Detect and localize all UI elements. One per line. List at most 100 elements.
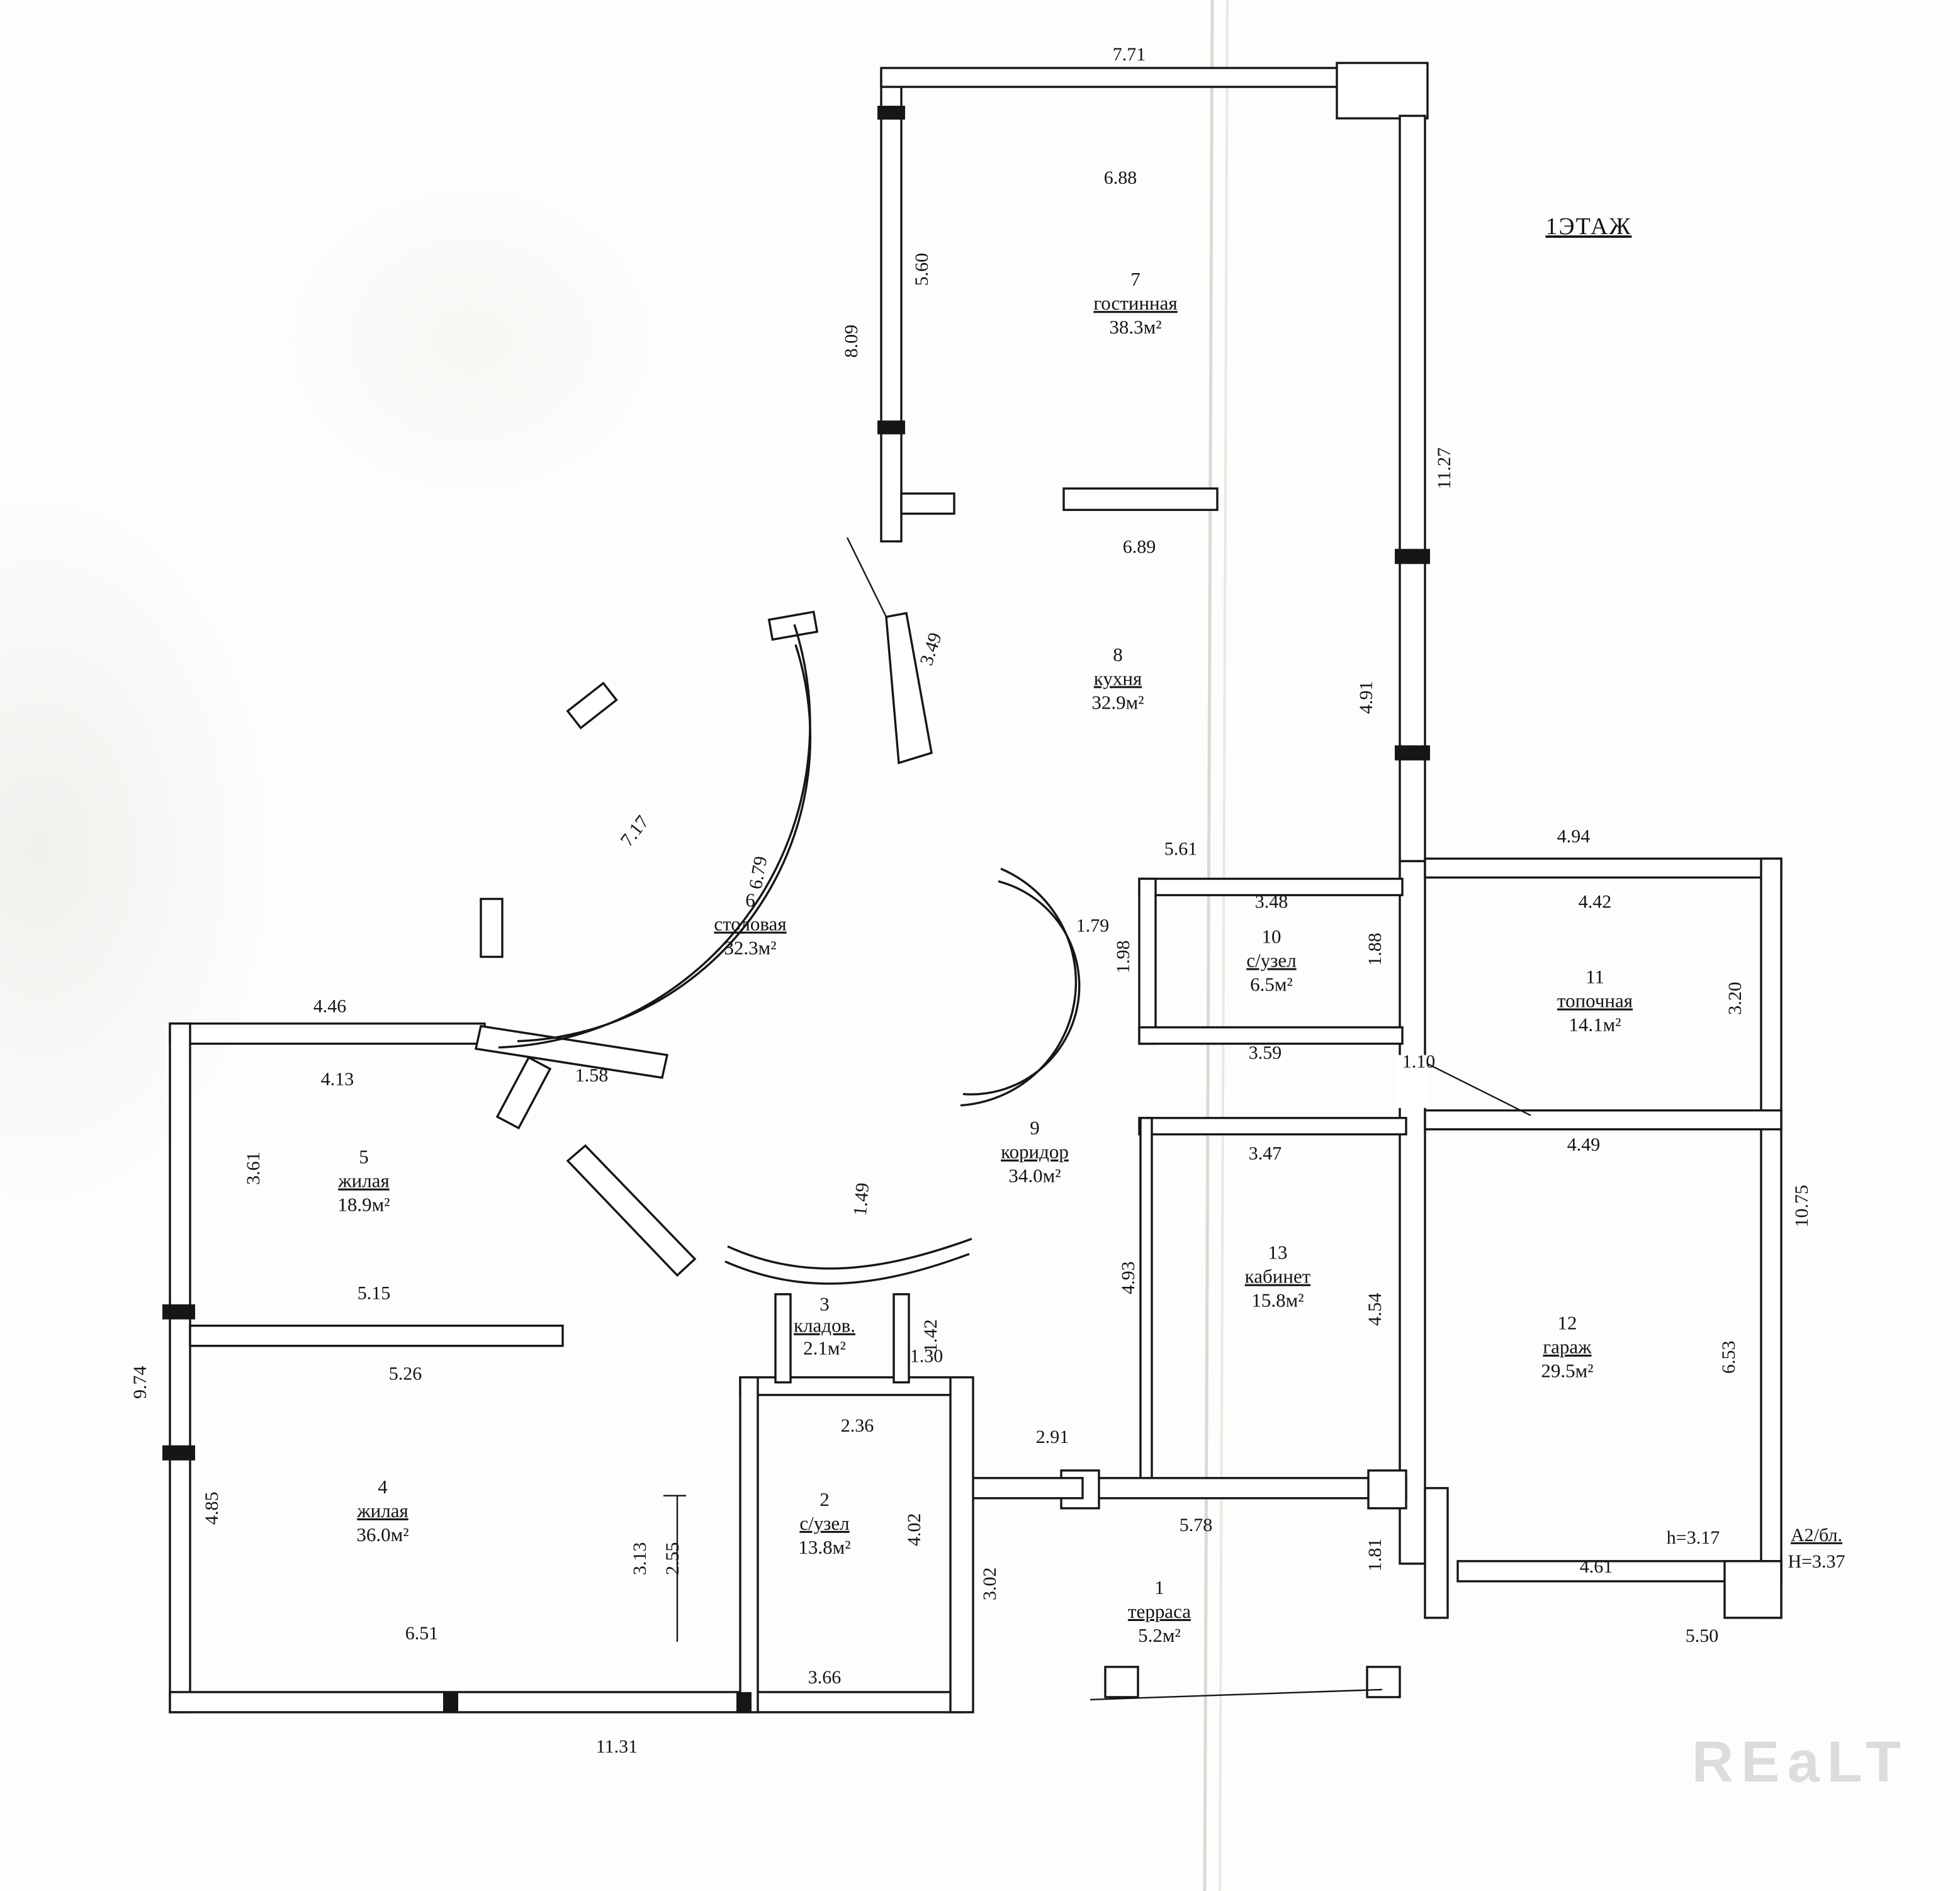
dimension-label: 7.71 — [1113, 44, 1146, 65]
room-name: жилая — [356, 1500, 408, 1522]
room-area: 13.8м² — [798, 1536, 850, 1558]
curved-walls-layer — [498, 624, 1081, 1285]
dimension-label: 3.48 — [1255, 891, 1288, 912]
room-number: 6 — [745, 889, 755, 911]
room-label-5: 5 жилая 18.9м² — [337, 1146, 390, 1216]
dimension-label: 1.10 — [1402, 1052, 1435, 1072]
height-note-big: Н=3.37 — [1788, 1551, 1845, 1572]
dimension-label: 1.81 — [1365, 1539, 1385, 1572]
room-area: 36.0м² — [356, 1523, 408, 1546]
dimension-label: 6.88 — [1104, 167, 1137, 188]
dimension-label: 5.26 — [389, 1364, 422, 1384]
block-note: А2/бл. — [1791, 1525, 1842, 1546]
room-number: 12 — [1558, 1312, 1577, 1334]
room-label-2: 2 с/узел 13.8м² — [798, 1488, 850, 1558]
room-number: 3 — [819, 1293, 829, 1315]
dimension-label: 1.42 — [920, 1319, 941, 1352]
room-name: жилая — [337, 1170, 389, 1192]
dimension-label: 5.61 — [1164, 838, 1197, 859]
room-area: 6.5м² — [1250, 974, 1293, 996]
room-label-11: 11 топочная 14.1м² — [1557, 966, 1633, 1036]
dimension-label: 4.13 — [321, 1069, 354, 1090]
dimension-label: 4.93 — [1118, 1261, 1139, 1294]
room-area: 34.0м² — [1008, 1165, 1061, 1187]
dimension-label: 2.91 — [1036, 1427, 1069, 1447]
room-area: 38.3м² — [1109, 316, 1161, 338]
walls-layer — [169, 62, 1783, 1714]
room-label-1: 1 терраса 5.2м² — [1128, 1576, 1191, 1646]
room-name: коридор — [1001, 1141, 1069, 1163]
room-name: кухня — [1094, 667, 1142, 689]
room-label-13: 13 кабинет 15.8м² — [1245, 1242, 1311, 1311]
room-area: 32.9м² — [1091, 691, 1144, 713]
dimension-label: 3.13 — [629, 1542, 650, 1576]
dimension-label: 6.51 — [405, 1623, 438, 1644]
room-label-12: 12 гараж 29.5м² — [1541, 1312, 1593, 1382]
dimension-label: 4.61 — [1580, 1556, 1613, 1577]
room-name: кладов. — [794, 1315, 855, 1337]
dimension-label: 3.66 — [808, 1667, 841, 1688]
room-label-3: 3 кладов. 2.1м² — [794, 1293, 855, 1359]
dimension-label: 5.78 — [1180, 1515, 1212, 1535]
room-name: гостинная — [1093, 292, 1177, 314]
room-number: 2 — [819, 1488, 829, 1510]
dimension-label: 6.89 — [1123, 536, 1156, 557]
dimension-label: 5.60 — [911, 253, 932, 286]
room-number: 9 — [1030, 1117, 1039, 1139]
room-label-7: 7 гостинная 38.3м² — [1093, 268, 1177, 338]
dimension-label: 3.20 — [1725, 982, 1745, 1015]
piers-layer — [162, 106, 1430, 1712]
dimension-label: 4.42 — [1579, 891, 1611, 912]
room-name: топочная — [1557, 990, 1633, 1012]
floor-title: 1ЭТАЖ — [1546, 213, 1632, 240]
dimension-label: 4.46 — [313, 996, 346, 1017]
room-area: 5.2м² — [1138, 1624, 1181, 1646]
room-label-9: 9 коридор 34.0м² — [1001, 1117, 1069, 1187]
dimension-label: 1.98 — [1113, 940, 1134, 974]
room-area: 32.3м² — [724, 937, 776, 959]
dimension-label: 1.30 — [910, 1346, 943, 1367]
dimension-label: 5.15 — [358, 1283, 390, 1304]
room-name: кабинет — [1245, 1265, 1311, 1288]
dimension-label: 11.31 — [596, 1736, 638, 1757]
dimension-label: 8.09 — [841, 325, 862, 358]
dimension-label: 4.94 — [1557, 826, 1590, 846]
room-number: 1 — [1154, 1576, 1164, 1598]
dimension-label: 3.02 — [979, 1568, 1000, 1601]
room-number: 11 — [1585, 966, 1604, 988]
realt-watermark: REaLT — [1692, 1730, 1908, 1794]
room-name: столовая — [714, 912, 786, 934]
dimension-label: 4.54 — [1365, 1293, 1385, 1326]
room-label-6: 6 столовая 32.3м² — [714, 889, 786, 958]
room-number: 4 — [378, 1476, 388, 1498]
dimension-label: 11.27 — [1434, 447, 1455, 489]
room-name: с/узел — [1246, 950, 1296, 972]
room-name: с/узел — [799, 1512, 849, 1534]
dimension-label: 7.17 — [616, 812, 653, 851]
height-note-small: h=3.17 — [1667, 1527, 1720, 1548]
room-area: 29.5м² — [1541, 1360, 1593, 1382]
dimension-label: 4.02 — [904, 1513, 925, 1547]
dimension-label: 6.53 — [1718, 1340, 1739, 1374]
dimension-label: 3.49 — [916, 630, 946, 668]
room-number: 5 — [359, 1146, 368, 1168]
dimension-label: 4.91 — [1356, 681, 1377, 714]
room-label-4: 4 жилая 36.0м² — [356, 1476, 408, 1546]
dimension-label: 4.85 — [201, 1492, 222, 1525]
dimension-label: 3.61 — [243, 1152, 264, 1185]
room-number: 10 — [1262, 925, 1281, 947]
room-name: терраса — [1128, 1600, 1191, 1622]
dimension-label: 2.55 — [662, 1542, 683, 1576]
dimension-label: 3.47 — [1249, 1143, 1281, 1164]
dimension-label: 9.74 — [130, 1366, 150, 1399]
doors-layer — [663, 537, 1531, 1701]
room-number: 13 — [1268, 1242, 1288, 1264]
scan-seam — [1203, 0, 1229, 1891]
room-number: 8 — [1113, 643, 1122, 665]
dimension-label: 1.58 — [575, 1065, 608, 1086]
room-name: гараж — [1543, 1336, 1592, 1358]
room-label-10: 10 с/узел 6.5м² — [1246, 925, 1296, 995]
room-label-8: 8 кухня 32.9м² — [1091, 643, 1144, 713]
